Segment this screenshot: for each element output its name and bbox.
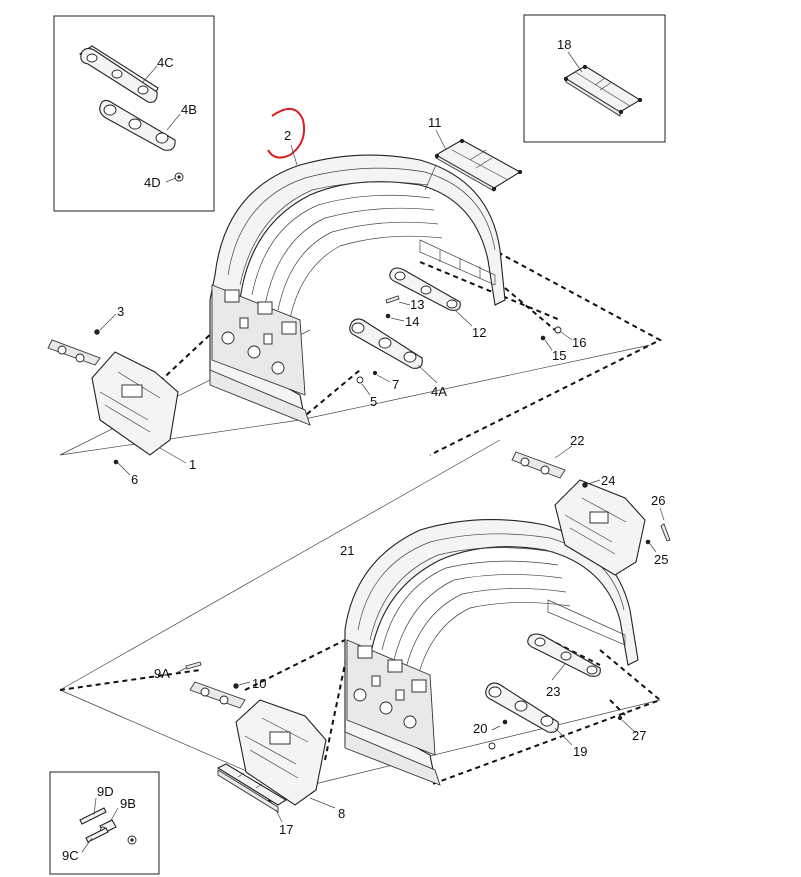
callout-20: 20	[473, 721, 487, 736]
plate-4a	[349, 318, 423, 369]
washer-16	[554, 326, 562, 334]
callout-16: 16	[572, 335, 586, 350]
plate-23	[527, 633, 601, 677]
callout-15: 15	[552, 348, 566, 363]
plate-19	[485, 682, 559, 733]
nut-9	[127, 835, 137, 845]
callout-7: 7	[392, 377, 399, 392]
bolt-26	[660, 523, 671, 542]
screw-6	[113, 459, 119, 465]
inset-box-9: 9D 9B 9C	[49, 771, 160, 875]
callout-22: 22	[570, 433, 584, 448]
upper-dashed-guides	[139, 247, 663, 456]
bolt-15	[540, 335, 546, 341]
rail-17	[216, 763, 288, 813]
callout-9a: 9A	[154, 666, 170, 681]
screw-27	[617, 715, 623, 721]
plate-4b	[99, 99, 176, 151]
callout-10: 10	[252, 676, 266, 691]
pin-13	[385, 295, 400, 304]
fender-21	[344, 518, 639, 786]
bolt-7	[372, 370, 378, 376]
bracket-8	[189, 681, 327, 806]
callout-27: 27	[632, 728, 646, 743]
callout-26: 26	[651, 493, 665, 508]
washer-20	[488, 742, 496, 750]
highlight-mark	[267, 108, 306, 159]
plate-12	[389, 267, 461, 311]
callout-9c: 9C	[62, 848, 79, 863]
callout-12: 12	[472, 325, 486, 340]
inset-box-18: 18	[523, 14, 666, 143]
callout-18: 18	[557, 37, 571, 52]
callout-14: 14	[405, 314, 419, 329]
nut-4d	[174, 172, 184, 182]
nut-14	[385, 313, 391, 319]
bolt-24	[582, 482, 588, 488]
callout-4b: 4B	[181, 102, 197, 117]
callout-9b: 9B	[120, 796, 136, 811]
callout-17: 17	[279, 822, 293, 837]
callout-1: 1	[189, 457, 196, 472]
screw-25	[645, 539, 651, 545]
callout-25: 25	[654, 552, 668, 567]
bolt-10	[233, 683, 239, 689]
callout-4d: 4D	[144, 175, 161, 190]
callout-5: 5	[370, 394, 377, 409]
callout-6: 6	[131, 472, 138, 487]
callout-9d: 9D	[97, 784, 114, 799]
pin-9d	[79, 807, 107, 825]
callout-24: 24	[601, 473, 615, 488]
callout-11: 11	[428, 115, 442, 130]
callout-2: 2	[284, 128, 291, 143]
fender-2	[209, 154, 506, 426]
bolt-3	[94, 329, 100, 335]
inset-box-4: 4C 4B 4D	[53, 15, 215, 212]
plate-4c	[78, 45, 159, 103]
callout-3: 3	[117, 304, 124, 319]
callout-23: 23	[546, 684, 560, 699]
callout-numbers: 2 11 3 13 14 12 16 15 7 4A 5 1 6 22 24 2…	[117, 115, 668, 837]
callout-19: 19	[573, 744, 587, 759]
callout-8: 8	[338, 806, 345, 821]
callout-4a: 4A	[431, 384, 447, 399]
bolt-20	[502, 719, 508, 725]
callout-21: 21	[340, 543, 354, 558]
washer-5	[356, 376, 364, 384]
bracket-22	[511, 451, 646, 576]
pin-9a	[185, 661, 202, 670]
callout-4c: 4C	[157, 55, 174, 70]
bracket-1	[47, 339, 179, 456]
callout-13: 13	[410, 297, 424, 312]
bracket-11	[434, 138, 523, 192]
bracket-18	[563, 64, 643, 117]
